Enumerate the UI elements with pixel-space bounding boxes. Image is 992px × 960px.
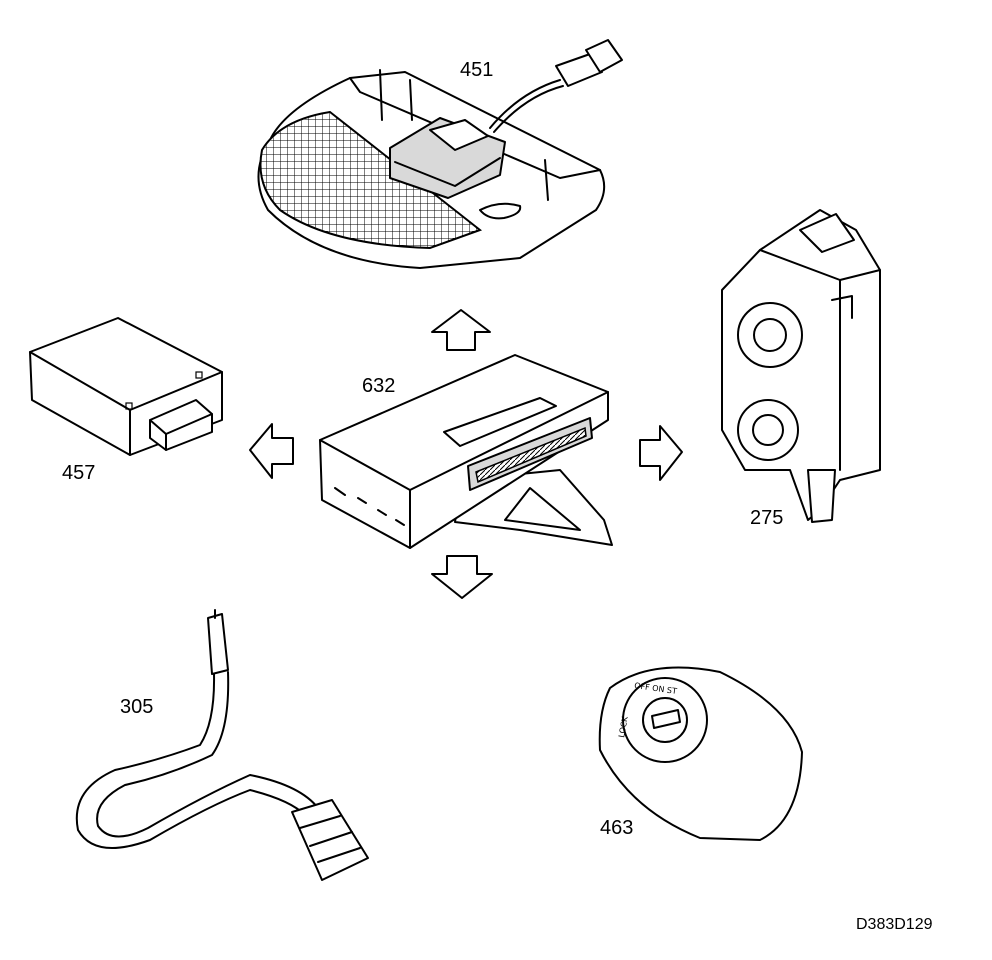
label-275: 275 xyxy=(750,507,784,529)
ignition-switch-463: LOCK OFF ON ST xyxy=(598,666,803,841)
label-305: 305 xyxy=(120,696,154,718)
speaker-grille-lower xyxy=(737,399,799,461)
sensor-harness-305 xyxy=(75,609,369,881)
diagram-code: D383D129 xyxy=(856,916,933,933)
control-module-632 xyxy=(319,354,613,549)
label-451: 451 xyxy=(460,59,494,81)
module-box-457 xyxy=(29,317,223,456)
speaker-grille-upper xyxy=(737,302,803,368)
arrow-left-icon xyxy=(249,423,294,479)
label-457: 457 xyxy=(62,462,96,484)
arrow-up-icon xyxy=(431,309,491,351)
ignition-marking-lock: LOCK xyxy=(617,715,630,738)
arrow-right-icon xyxy=(639,425,683,481)
arrow-down-icon xyxy=(431,555,493,599)
label-463: 463 xyxy=(600,817,634,839)
label-632: 632 xyxy=(362,375,396,397)
interior-light-unit-451 xyxy=(257,39,623,269)
siren-unit-275 xyxy=(721,209,881,523)
